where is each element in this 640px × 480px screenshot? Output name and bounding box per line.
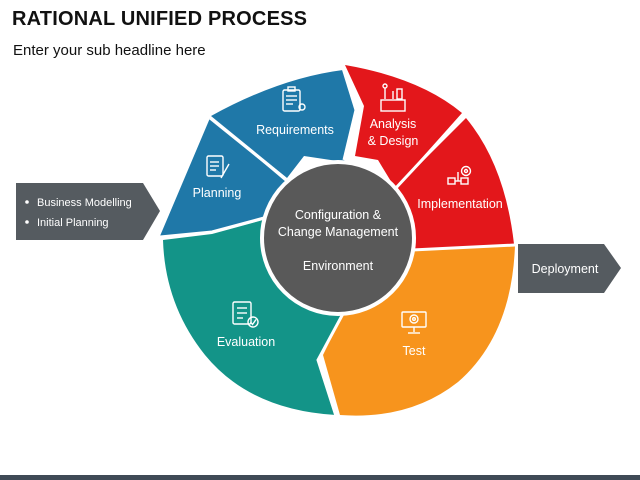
evaluation-label: Evaluation bbox=[217, 335, 275, 349]
analysis-label-line1: Analysis bbox=[370, 117, 417, 131]
clipboard-list-icon bbox=[282, 86, 306, 112]
page-title: RATIONAL UNIFIED PROCESS bbox=[12, 8, 308, 30]
center-line1: Configuration & bbox=[295, 208, 382, 222]
analysis-label-line2: & Design bbox=[368, 134, 419, 148]
page-subtitle: Enter your sub headline here bbox=[13, 42, 206, 59]
footer-bar bbox=[0, 475, 640, 480]
right-output-arrow: Deployment bbox=[518, 244, 621, 293]
segment-separators bbox=[159, 67, 516, 417]
left-input-arrow: Business Modelling Initial Planning bbox=[16, 183, 160, 240]
segment-requirements bbox=[211, 70, 355, 178]
monitor-gear-icon bbox=[401, 311, 427, 334]
planning-label: Planning bbox=[193, 186, 242, 200]
document-pen-icon bbox=[206, 155, 230, 179]
bullet-initial-planning: Initial Planning bbox=[37, 217, 109, 229]
center-line2: Change Management bbox=[278, 225, 399, 239]
checklist-icon bbox=[232, 301, 259, 328]
deployment-label: Deployment bbox=[532, 262, 599, 276]
bullet-business-modelling: Business Modelling bbox=[37, 197, 132, 209]
requirements-label: Requirements bbox=[256, 123, 334, 137]
implementation-label: Implementation bbox=[417, 197, 503, 211]
test-label: Test bbox=[403, 344, 426, 358]
center-circle bbox=[260, 160, 416, 316]
segment-test bbox=[323, 245, 515, 416]
center-line3: Environment bbox=[303, 259, 374, 273]
gear-flow-icon bbox=[447, 165, 472, 185]
segment-analysis-design bbox=[345, 65, 462, 188]
segment-planning bbox=[160, 118, 286, 236]
tools-design-icon bbox=[380, 83, 406, 112]
